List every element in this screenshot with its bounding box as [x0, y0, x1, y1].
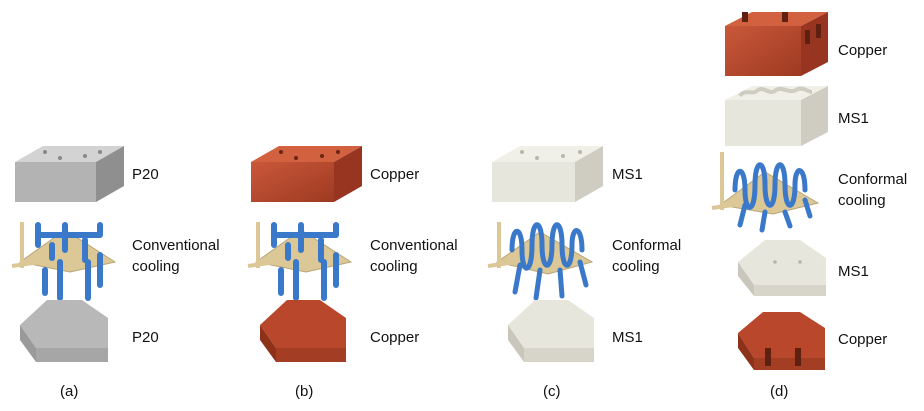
panel-d-layer1-label: Copper — [838, 42, 888, 59]
panel-d-cooling-label-line2: cooling — [838, 192, 886, 209]
copper-top-block — [251, 146, 362, 202]
panel-d-cooling-label-line1: Conformal — [838, 171, 908, 188]
panel-d-layer4-label: MS1 — [838, 263, 869, 280]
panel-c-cooling-label-line2: cooling — [612, 258, 660, 275]
ms1-bottom-block — [508, 300, 594, 362]
panel-a-cooling-label-line1: Conventional — [132, 237, 220, 254]
panel-a-caption: (a) — [60, 383, 79, 400]
panel-a-cooling-label-line2: cooling — [132, 258, 180, 275]
copper-core-block — [738, 312, 825, 370]
conventional-cooling-insert — [247, 222, 353, 301]
ms1-core-block — [738, 240, 826, 296]
p20-top-block — [15, 146, 124, 202]
panel-a-top-label: P20 — [132, 166, 159, 183]
panel-b-caption: (b) — [295, 383, 314, 400]
p20-bottom-block — [20, 300, 108, 362]
panel-c-caption: (c) — [543, 383, 561, 400]
panel-c — [487, 146, 603, 362]
conventional-cooling-insert — [11, 222, 117, 301]
panel-c-bottom-label: MS1 — [612, 329, 643, 346]
panel-b-top-label: Copper — [370, 166, 420, 183]
ms1-top-block — [492, 146, 603, 202]
panel-b — [247, 146, 362, 362]
panel-d-caption: (d) — [770, 383, 789, 400]
panel-d-layer2-label: MS1 — [838, 110, 869, 127]
conformal-cooling-insert — [487, 222, 594, 301]
panel-b-cooling-label-line2: cooling — [370, 258, 418, 275]
panel-d-layer5-label: Copper — [838, 331, 888, 348]
panel-a — [11, 146, 124, 362]
panel-d — [711, 12, 828, 370]
panel-c-cooling-label-line1: Conformal — [612, 237, 682, 254]
copper-top-block — [725, 12, 828, 76]
conformal-cooling-insert — [711, 152, 820, 233]
panel-b-bottom-label: Copper — [370, 329, 420, 346]
panel-c-top-label: MS1 — [612, 166, 643, 183]
ms1-cavity-block — [725, 86, 828, 146]
panel-b-cooling-label-line1: Conventional — [370, 237, 458, 254]
panel-a-bottom-label: P20 — [132, 329, 159, 346]
copper-bottom-block — [260, 300, 346, 362]
